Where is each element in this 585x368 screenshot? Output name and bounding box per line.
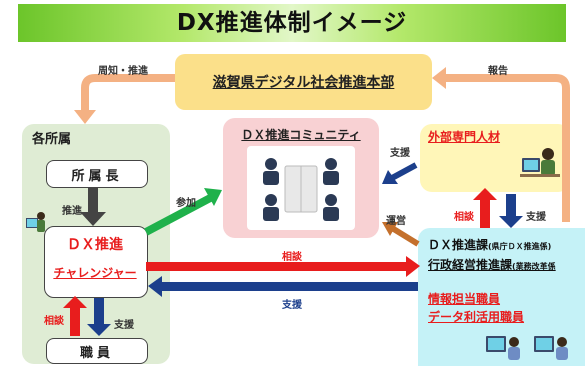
- department-group-title: 各所属: [32, 132, 72, 147]
- staff-support-arrowhead: [87, 324, 111, 336]
- expert-consult-arrowhead: [473, 188, 497, 200]
- participate-arrow: [144, 192, 216, 236]
- staff-consult-label: 相談: [44, 316, 64, 327]
- external-experts-title: 外部専門人材: [428, 130, 501, 144]
- staff-support-arrow: [94, 298, 104, 326]
- dx-challenger-sublabel: チャレンジャー: [53, 266, 137, 280]
- main-support-arrow: [160, 282, 418, 291]
- admin-management-note: (業務改革係: [512, 262, 556, 271]
- promote-arrowhead: [80, 212, 106, 226]
- hq-box: 滋賀県デジタル社会推進本部: [175, 54, 432, 110]
- promote-label: 推進: [62, 206, 82, 217]
- staff-consult-arrowhead: [63, 296, 87, 308]
- report-arrow: [446, 74, 570, 222]
- admin-management-label: 行政経営推進課(業務改革係: [428, 258, 556, 272]
- participate-arrowhead: [204, 188, 222, 206]
- expert-illustration: [520, 140, 560, 186]
- expert-support-down-arrowhead: [499, 216, 523, 228]
- staff-illustration: [484, 330, 580, 364]
- department-head-box: 所属長: [46, 160, 148, 188]
- participate-label: 参加: [176, 198, 196, 209]
- expert-support-arrow: [390, 162, 418, 181]
- expert-support-label: 支援: [526, 212, 546, 223]
- operate-label: 運営: [386, 216, 406, 227]
- operate-arrow: [390, 225, 420, 247]
- meeting-illustration: [247, 146, 355, 230]
- main-support-arrowhead: [148, 276, 162, 297]
- diagram-title: DX推進体制イメージ: [18, 4, 566, 42]
- data-staff-label: データ利活用職員: [428, 310, 525, 324]
- expert-consult-arrow: [480, 198, 490, 228]
- report-arrowhead: [432, 67, 446, 89]
- staff-consult-arrow: [70, 306, 80, 336]
- community-support-label: 支援: [390, 148, 410, 159]
- main-support-label: 支援: [282, 300, 302, 311]
- expert-consult-label: 相談: [454, 212, 474, 223]
- dx-challenger-label: ＤＸ推進: [67, 237, 123, 253]
- challenger-person-icon: [26, 208, 46, 236]
- it-staff-label: 情報担当職員: [428, 292, 501, 306]
- main-consult-label: 相談: [282, 252, 302, 263]
- expert-support-down-arrow: [506, 194, 516, 218]
- staff-support-label: 支援: [114, 320, 134, 331]
- main-consult-arrowhead: [406, 256, 420, 277]
- staff-box: 職員: [46, 338, 148, 364]
- report-label: 報告: [488, 66, 508, 77]
- dx-community-title: ＤＸ推進コミュニティ: [241, 128, 361, 142]
- notice-arrowhead: [74, 110, 96, 124]
- notice-label: 周知・推進: [98, 66, 148, 77]
- operate-arrowhead: [382, 222, 398, 236]
- dx-division-note: (県庁ＤＸ推進係): [488, 242, 552, 251]
- expert-support-arrowhead: [382, 170, 398, 184]
- promote-arrow: [88, 188, 98, 214]
- main-consult-arrow: [146, 262, 408, 271]
- notice-arrow: [81, 74, 175, 112]
- dx-division-label: ＤＸ推進課(県庁ＤＸ推進係): [428, 238, 552, 252]
